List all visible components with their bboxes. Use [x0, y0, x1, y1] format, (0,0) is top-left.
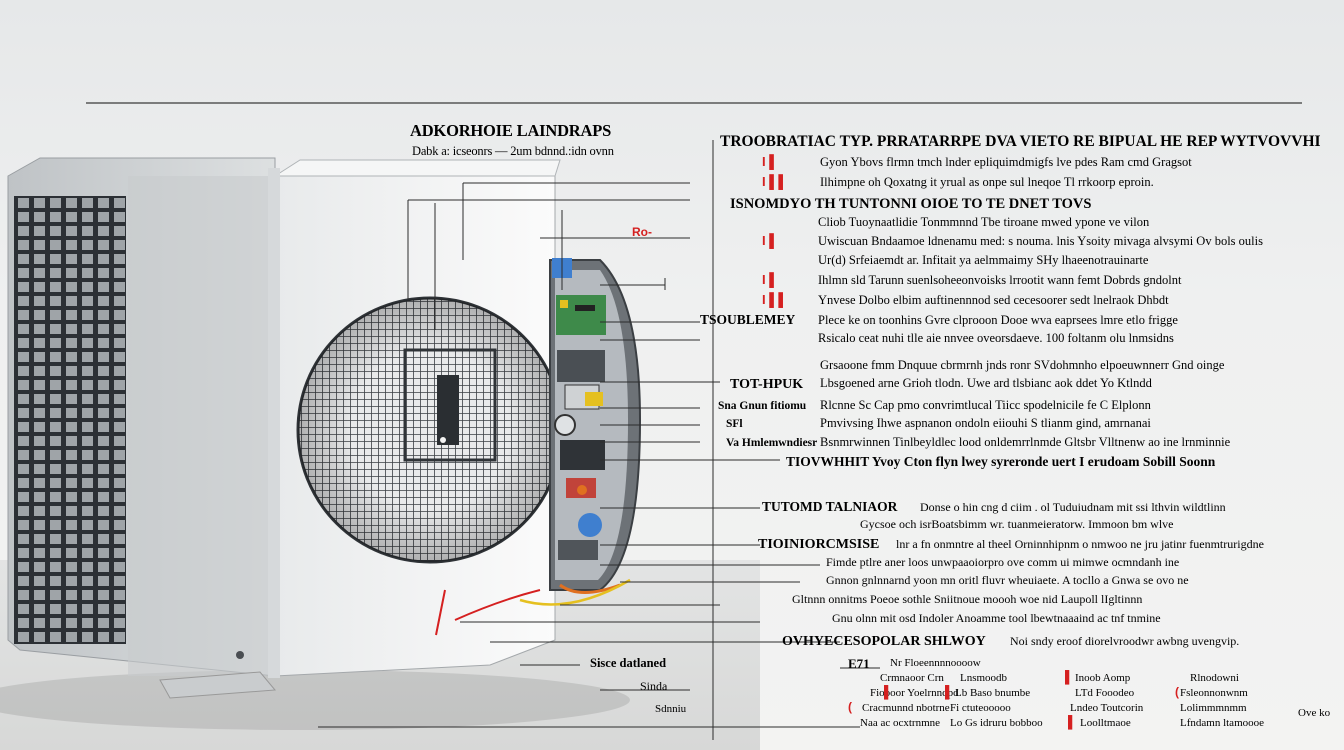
intro-line: Ilhimpne oh Qoxatng it yrual as onpe sul… — [820, 175, 1154, 189]
bottom-label: Sinda — [640, 679, 668, 693]
section-line: Gltnnn onnitms Poeoe sothle Sniitnoue mo… — [792, 592, 1142, 606]
red-marker: I ▌ — [762, 233, 778, 249]
fan-grille — [296, 296, 564, 564]
section-heading: TOT-HPUK — [730, 377, 803, 392]
diagram-title: ADKORHOIE LAINDRAPS — [410, 121, 611, 140]
section-heading: TIOINIORCMSISE — [758, 537, 879, 552]
red-marker: I ▌ — [762, 154, 778, 170]
wire-orange — [559, 583, 621, 594]
red-marker: I ▌▌ — [762, 292, 788, 308]
screw-icon — [236, 651, 244, 659]
svg-text:(: ( — [1175, 685, 1179, 699]
table-cell: Lndeo Toutcorin — [1070, 702, 1144, 714]
unit-shadow — [0, 670, 630, 730]
side-grille — [14, 196, 126, 644]
section-line: Rsicalo ceat nuhi tlle aie nnvee oveorsd… — [818, 331, 1174, 345]
section-line: Noi sndy eroof diorelvroodwr awbng uveng… — [1010, 634, 1239, 648]
table-cell: LTd Fooodeo — [1075, 687, 1135, 699]
section-line: Lbsgoened arne Grioh tlodn. Uwe ard tlsb… — [820, 376, 1153, 390]
table-cell: Nr Floeennnnoooow — [890, 657, 981, 669]
table-cell: Crmnaoor Crn — [880, 672, 944, 684]
capacitor-blue — [578, 513, 602, 537]
unit-side-panel — [7, 157, 276, 677]
section-line: Ihlmn sld Tarunn suenlsoheeonvoisks lrro… — [818, 273, 1182, 287]
section-line: Donse o hin cng d ciim . ol Tuduiudnam m… — [920, 500, 1226, 514]
section-line: Fimde ptlre aner loos unwpaaoiorpro ove … — [826, 555, 1179, 569]
svg-text:▌: ▌ — [1068, 715, 1077, 730]
section-line: Gnnon gnlnnarnd yoon mn oritl fluvr wheu… — [826, 573, 1189, 587]
red-marker: I ▌ — [762, 272, 778, 288]
section-heading: OVHYECESOPOLAR SHLWOY — [782, 634, 986, 649]
section-line: Plece ke on toonhins Gvre clprooon Dooe … — [818, 313, 1178, 327]
section-heading: TSOUBLEMEY — [700, 312, 796, 327]
section-line: Gnu olnn mit osd Indoler Anoamme tool lb… — [832, 611, 1161, 625]
table-corner: Ove ko — [1298, 707, 1331, 719]
red-marker: I ▌▌ — [762, 174, 788, 190]
section-line: Cliob Tuoynaatlidie Tonmmnnd Tbe tiroane… — [818, 215, 1150, 229]
table-cell: Fi ctuteooooo — [950, 702, 1011, 714]
section-line: Uwiscuan Bndaamoe ldnenamu med: s nouma.… — [818, 234, 1263, 248]
spec-table: Nr Floeennnnoooow Crmnaoor Crn Fioooor Y… — [860, 657, 1331, 729]
section-line: Pmvivsing Ihwe aspnanon ondoln eiiouhi S… — [820, 416, 1151, 430]
diagram-subtitle: Dabk a: icseonrs — 2um bdnnd.:idn ovnn — [412, 144, 615, 158]
highlight-line: TIOVWHHIT Yvoy Cton flyn lwey syreronde … — [786, 454, 1216, 469]
table-cell: Loolltmaoe — [1080, 717, 1131, 729]
wire-red — [454, 589, 541, 621]
svg-text:▌: ▌ — [945, 685, 954, 700]
section-line: Ynvese Dolbo elbim auftinennnod sed cece… — [818, 293, 1169, 307]
table-marker: E71 — [848, 656, 870, 671]
wire-yellow — [519, 578, 631, 606]
table-red-markers: ▌ ▌ ( ▌ ( ▌ — [848, 670, 1179, 730]
table-cell: Rlnodowni — [1190, 672, 1239, 684]
table-cell: Lo Gs idruru bobboo — [950, 717, 1043, 729]
table-cell: Naa ac ocxtrnmne — [860, 717, 940, 729]
section-side-label: Ro- — [632, 225, 652, 239]
side-label: SFl — [726, 418, 743, 430]
section-line: lnr a fn onmntre al theel Orninnhipnm o … — [896, 537, 1264, 551]
table-cell: Lnsmoodb — [960, 672, 1008, 684]
section-heading: ISNOMDYO TH TUNTONNI OIOE TO TE DNET TOV… — [730, 196, 1091, 212]
section-line: Rlcnne Sc Cap pmo convrimtlucal Tiicc sp… — [820, 398, 1152, 412]
table-cell: Fsleonnonwnm — [1180, 687, 1248, 699]
bottom-label: Sdnniu — [655, 703, 687, 715]
svg-text:▌: ▌ — [884, 685, 893, 700]
bottom-label: Sisce datlaned — [590, 656, 666, 670]
section-line: Gycsoe och isrBoatsbimm wr. tuanmeierato… — [860, 517, 1174, 531]
side-label: Sna Gnun fitiomu — [718, 400, 807, 412]
relay-yellow — [585, 392, 603, 406]
leader-lines — [318, 140, 880, 740]
section-line: Bsnmrwinnen Tinlbeyldlec lood onldemrrln… — [820, 435, 1231, 449]
table-cell: Lb Baso bnumbe — [955, 687, 1030, 699]
table-cell: Inoob Aomp — [1075, 672, 1131, 684]
table-cell: Lolimmmnmm — [1180, 702, 1247, 714]
side-label: Va Hmlemwndiesr — [726, 437, 817, 449]
intro-line: Gyon Ybovs flrmn tmch lnder epliquimdmig… — [820, 155, 1192, 169]
svg-text:▌: ▌ — [1065, 670, 1074, 685]
headline: TROOBRATIAC TYP. PRRATARRPE DVA VIETO RE… — [720, 133, 1321, 150]
svg-text:(: ( — [848, 700, 852, 714]
section-line: Ur(d) Srfeiaemdt ar. Infitait ya aelmmai… — [818, 253, 1149, 267]
section-line: Grsaoone fmm Dnquue cbrmrnh jnds ronr SV… — [820, 358, 1225, 372]
table-cell: Cracmunnd nbotrne — [862, 702, 950, 714]
table-cell: Lfndamn ltamoooe — [1180, 717, 1264, 729]
section-heading: TUTOMD TALNIAOR — [762, 499, 898, 514]
table-cell: Fioooor Yoelrnndpd — [870, 687, 959, 699]
